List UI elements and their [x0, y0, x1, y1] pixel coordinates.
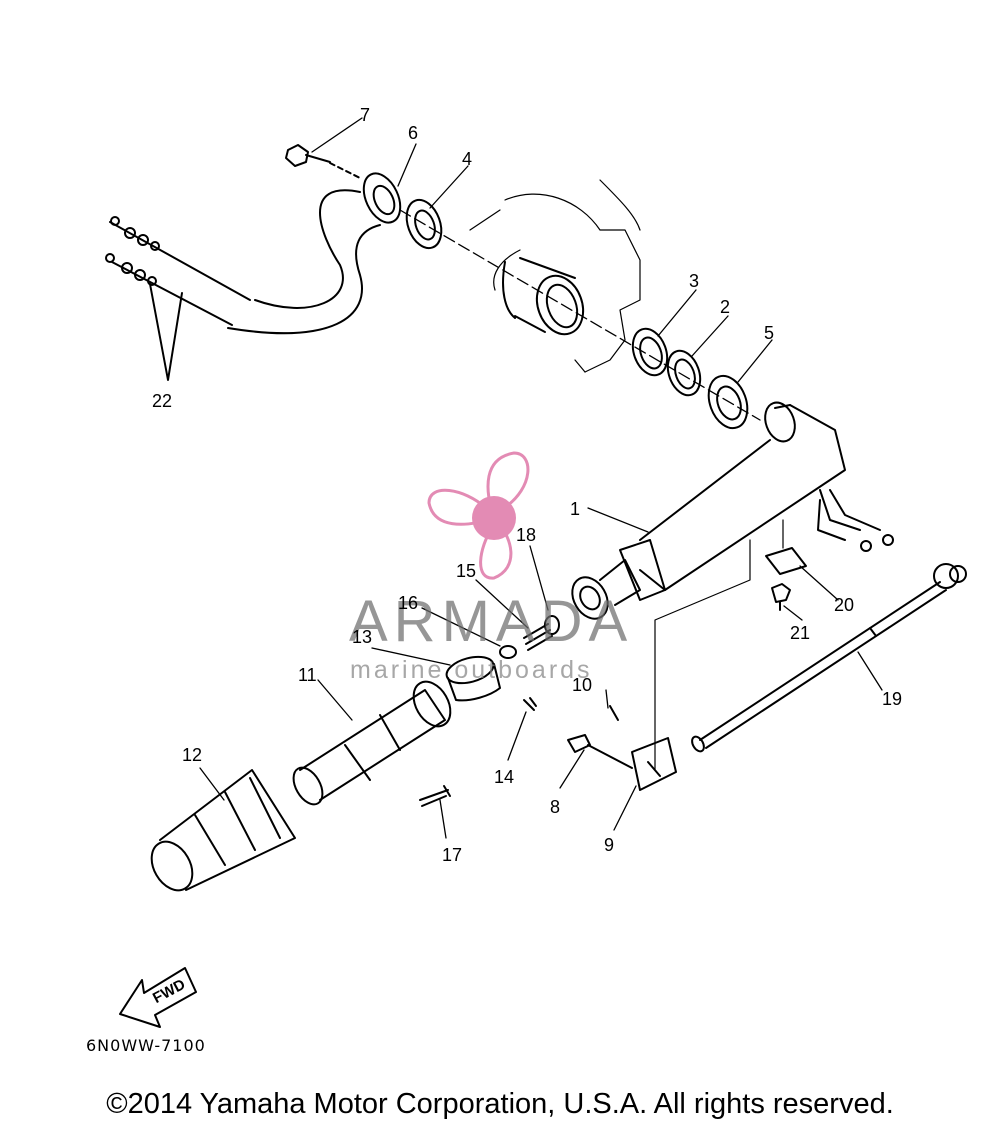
washer-4 [405, 198, 443, 250]
bracket-sleeve [502, 257, 585, 336]
watermark-name: ARMADA [349, 589, 634, 654]
plate-20 [765, 547, 807, 575]
engine-outline [469, 179, 641, 373]
armada-logo-icon [427, 451, 530, 580]
callout-10: 10 [572, 675, 593, 695]
nut-18 [544, 615, 560, 635]
callout-17: 17 [442, 845, 463, 865]
callout-2: 2 [720, 297, 731, 317]
wing-bolt-8 [567, 734, 633, 769]
washer-2 [666, 349, 702, 397]
callout-9: 9 [604, 835, 615, 855]
callout-8: 8 [550, 797, 561, 817]
bolt-21 [771, 583, 791, 611]
collar-13 [445, 655, 501, 702]
callout-4: 4 [462, 149, 473, 169]
callout-11: 11 [298, 665, 317, 685]
callout-21: 21 [790, 623, 811, 643]
callout-18: 18 [516, 525, 537, 545]
washer-3 [631, 327, 669, 377]
callout-5: 5 [764, 323, 775, 343]
spring-15 [523, 623, 553, 651]
callout-19: 19 [882, 689, 903, 709]
callout-1: 1 [570, 499, 581, 519]
diagram-code: 6N0WW-7100 [86, 1036, 206, 1055]
callout-6: 6 [408, 123, 419, 143]
steering-arm-1 [571, 401, 894, 620]
watermark-tagline: marine outboards [350, 656, 593, 684]
callout-7: 7 [360, 105, 371, 125]
washer-16 [499, 645, 517, 659]
callout-20: 20 [834, 595, 855, 615]
rod-19 [691, 563, 967, 753]
clamp-9 [631, 737, 677, 791]
callout-16: 16 [398, 593, 419, 613]
callout-14: 14 [494, 767, 515, 787]
fwd-arrow-icon [119, 967, 197, 1028]
screw-17 [419, 785, 451, 807]
plate-6 [362, 172, 402, 224]
bushing-5 [707, 374, 749, 430]
grip-cover-12 [150, 769, 296, 892]
cables-22 [105, 189, 381, 381]
callout-15: 15 [456, 561, 477, 581]
callout-12: 12 [182, 745, 203, 765]
leader-lines [199, 117, 883, 839]
throttle-grip-11 [292, 680, 452, 806]
screw-14 [523, 697, 537, 711]
callout-13: 13 [352, 627, 373, 647]
pin-10 [609, 705, 619, 721]
callout-3: 3 [689, 271, 700, 291]
copyright-notice: ©2014 Yamaha Motor Corporation, U.S.A. A… [106, 1088, 894, 1120]
bolt-7 [285, 144, 361, 179]
callout-22: 22 [152, 391, 173, 411]
